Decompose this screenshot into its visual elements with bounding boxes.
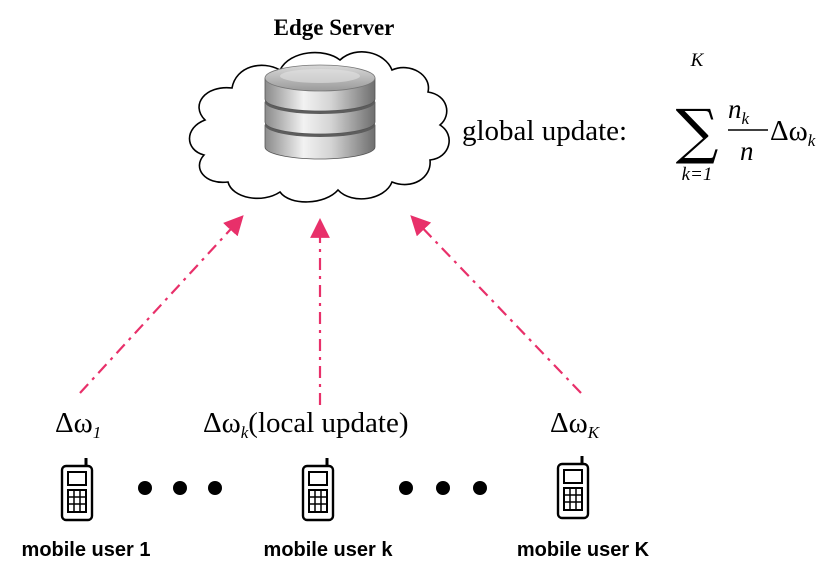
arrow-user-1 — [79, 215, 244, 394]
formula-delta-omega: Δωk — [770, 115, 816, 150]
sum-symbol: ∑ — [676, 97, 719, 167]
sum-lower-limit: k=1 — [682, 164, 713, 185]
upload-arrows — [79, 215, 582, 405]
update-label-K: ΔωK — [550, 407, 601, 442]
sum-upper-limit: K — [690, 50, 705, 71]
phone-icon — [556, 456, 590, 520]
fraction-denominator: n — [740, 136, 754, 166]
server-title: Edge Server — [274, 15, 395, 40]
user-label-K: mobile user K — [517, 539, 650, 561]
arrow-user-K — [410, 215, 582, 394]
fraction-numerator: nk — [728, 94, 750, 128]
phone-icon — [60, 458, 94, 522]
ellipsis-dots-left — [138, 481, 222, 495]
user-label-1: mobile user 1 — [22, 539, 151, 561]
global-update-formula: global update: K ∑ k=1 nk n Δωk — [462, 50, 816, 185]
update-label-k: Δωk(local update) — [203, 407, 409, 442]
phone-icon — [301, 458, 335, 522]
user-label-k: mobile user k — [264, 539, 394, 561]
formula-prefix: global update: — [462, 115, 627, 147]
update-label-1: Δω1 — [55, 407, 101, 442]
database-icon — [264, 64, 376, 160]
ellipsis-dots-right — [399, 481, 487, 495]
